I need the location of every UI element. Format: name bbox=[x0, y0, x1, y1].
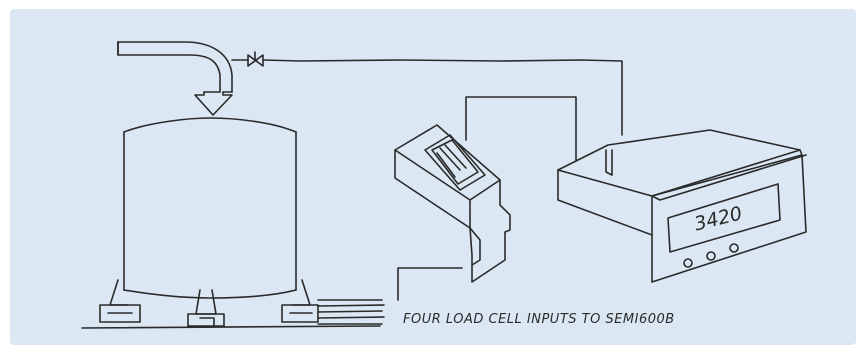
junction-box bbox=[395, 125, 510, 300]
indicator-button-3 bbox=[730, 244, 738, 252]
indicator-button-1 bbox=[684, 259, 692, 267]
diagram-caption: FOUR LOAD CELL INPUTS TO SEMI600B bbox=[403, 312, 675, 327]
flow-arrow bbox=[195, 92, 232, 115]
inlet-pipe bbox=[118, 42, 232, 92]
storage-tank bbox=[82, 118, 380, 328]
indicator-cable bbox=[466, 97, 576, 160]
panel-indicator bbox=[558, 130, 806, 282]
indicator-button-2 bbox=[707, 252, 715, 260]
supply-line bbox=[232, 52, 622, 135]
signal-cables bbox=[318, 300, 384, 324]
